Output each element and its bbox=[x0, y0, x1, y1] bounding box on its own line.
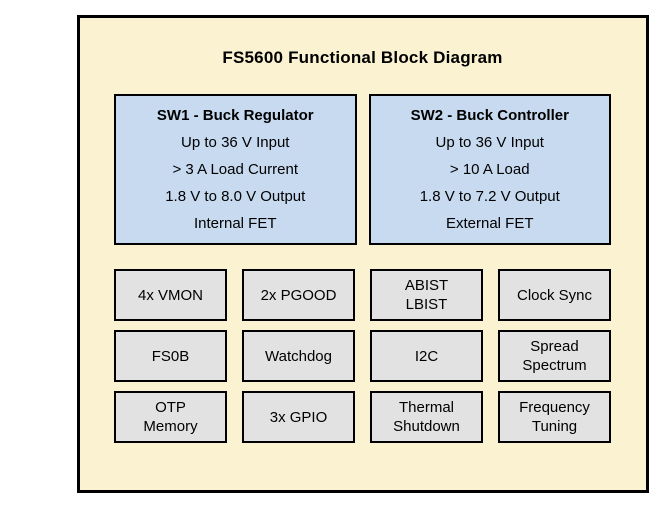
sw2-block-specs: Up to 36 V Input > 10 A Load 1.8 V to 7.… bbox=[419, 134, 560, 232]
sw2-block-title: SW2 - Buck Controller bbox=[410, 107, 569, 124]
feature-block-otp-memory: OTP Memory bbox=[114, 391, 227, 443]
regulator-row: SW1 - Buck Regulator Up to 36 V Input > … bbox=[114, 94, 611, 245]
feature-block-thermal-shutdown: Thermal Shutdown bbox=[370, 391, 483, 443]
diagram-title: FS5600 Functional Block Diagram bbox=[222, 48, 503, 67]
feature-block-frequency-tuning: Frequency Tuning bbox=[498, 391, 611, 443]
diagram-frame: FS5600 Functional Block Diagram SW1 - Bu… bbox=[77, 15, 649, 493]
sw1-block-title: SW1 - Buck Regulator bbox=[156, 107, 314, 124]
feature-block-clock-sync: Clock Sync bbox=[498, 269, 611, 321]
feature-block-gpio: 3x GPIO bbox=[242, 391, 355, 443]
feature-block-fs0b: FS0B bbox=[114, 330, 227, 382]
sw2-buck-controller-block: SW2 - Buck Controller Up to 36 V Input >… bbox=[368, 94, 611, 245]
sw1-block-specs: Up to 36 V Input > 3 A Load Current 1.8 … bbox=[165, 134, 306, 232]
feature-block-abist-lbist: ABIST LBIST bbox=[370, 269, 483, 321]
feature-block-i2c: I2C bbox=[370, 330, 483, 382]
feature-block-vmon: 4x VMON bbox=[114, 269, 227, 321]
feature-block-watchdog: Watchdog bbox=[242, 330, 355, 382]
feature-block-spread-spectrum: Spread Spectrum bbox=[498, 330, 611, 382]
feature-grid: 4x VMON 2x PGOOD ABIST LBIST Clock Sync … bbox=[114, 269, 611, 443]
sw1-buck-regulator-block: SW1 - Buck Regulator Up to 36 V Input > … bbox=[114, 94, 357, 245]
feature-block-pgood: 2x PGOOD bbox=[242, 269, 355, 321]
